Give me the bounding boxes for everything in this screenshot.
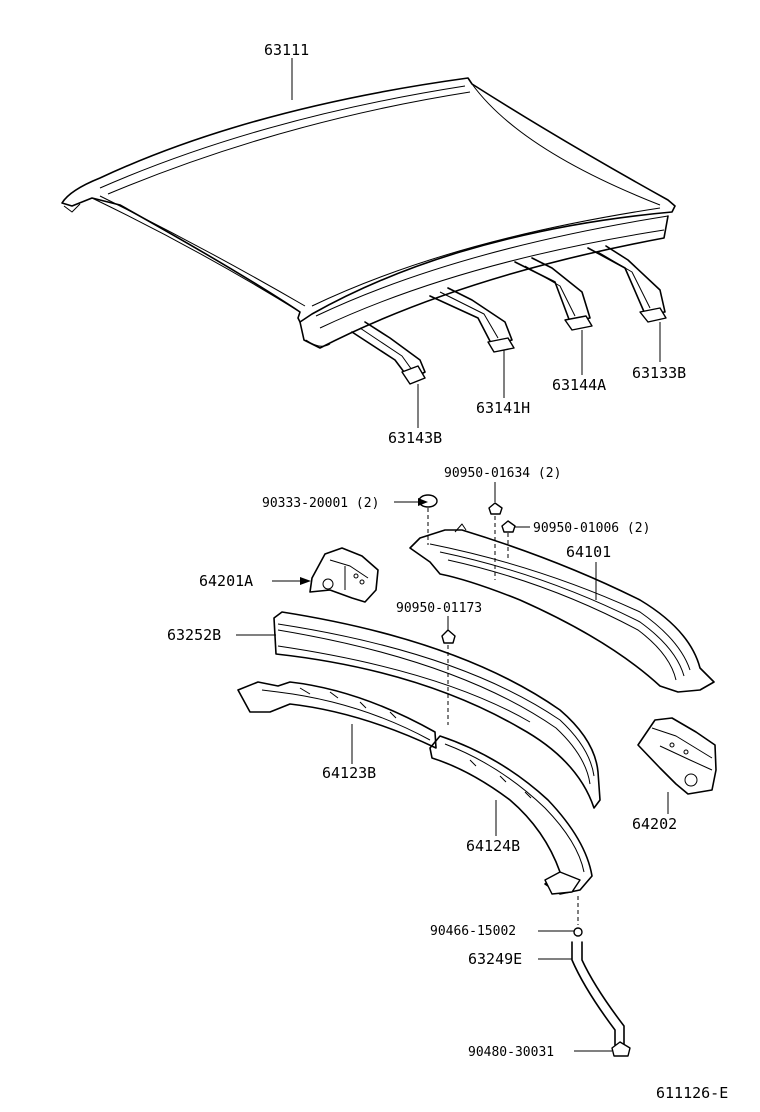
roof-bow-63141H [429, 287, 515, 353]
diagram-id: 611126-E [656, 1084, 728, 1102]
label-90333-20001: 90333-20001 (2) [262, 496, 379, 511]
leader-lines [236, 58, 669, 1052]
clip-90950-01634 [488, 502, 503, 580]
label-64123B: 64123B [322, 764, 376, 782]
roof-bow-63133B [587, 245, 667, 323]
label-90480-30031: 90480-30031 [468, 1045, 554, 1060]
bracket-64202 [637, 717, 717, 795]
label-63144A: 63144A [552, 376, 606, 394]
label-63143B: 63143B [388, 429, 442, 447]
label-63141H: 63141H [476, 399, 530, 417]
grommet-90466 [573, 896, 583, 937]
header-panel-64124B [429, 735, 593, 895]
label-64202: 64202 [632, 815, 677, 833]
reinforcement-63252B [273, 611, 601, 809]
label-90950-01634: 90950-01634 (2) [444, 466, 561, 481]
clip-90950-01173 [441, 629, 456, 725]
label-90466-15002: 90466-15002 [430, 924, 516, 939]
label-64124B: 64124B [466, 837, 520, 855]
label-64101: 64101 [566, 543, 611, 561]
header-panel-64123B [237, 681, 437, 749]
clip-90950-01006 [501, 520, 516, 560]
label-63252B: 63252B [167, 626, 221, 644]
roof-bow-63143B [351, 321, 426, 385]
label-90950-01006: 90950-01006 (2) [533, 521, 650, 536]
label-64201A: 64201A [199, 572, 253, 590]
label-63111: 63111 [264, 41, 309, 59]
bracket-64201A [309, 547, 379, 603]
label-63133B: 63133B [632, 364, 686, 382]
label-90950-01173: 90950-01173 [396, 601, 482, 616]
cross-member-64101 [409, 523, 715, 693]
clip-90480 [611, 1041, 631, 1057]
roof-panel [61, 77, 676, 349]
drain-hose-63249E [571, 941, 625, 1046]
label-63249E: 63249E [468, 950, 522, 968]
roof-bow-63144A [514, 257, 593, 331]
